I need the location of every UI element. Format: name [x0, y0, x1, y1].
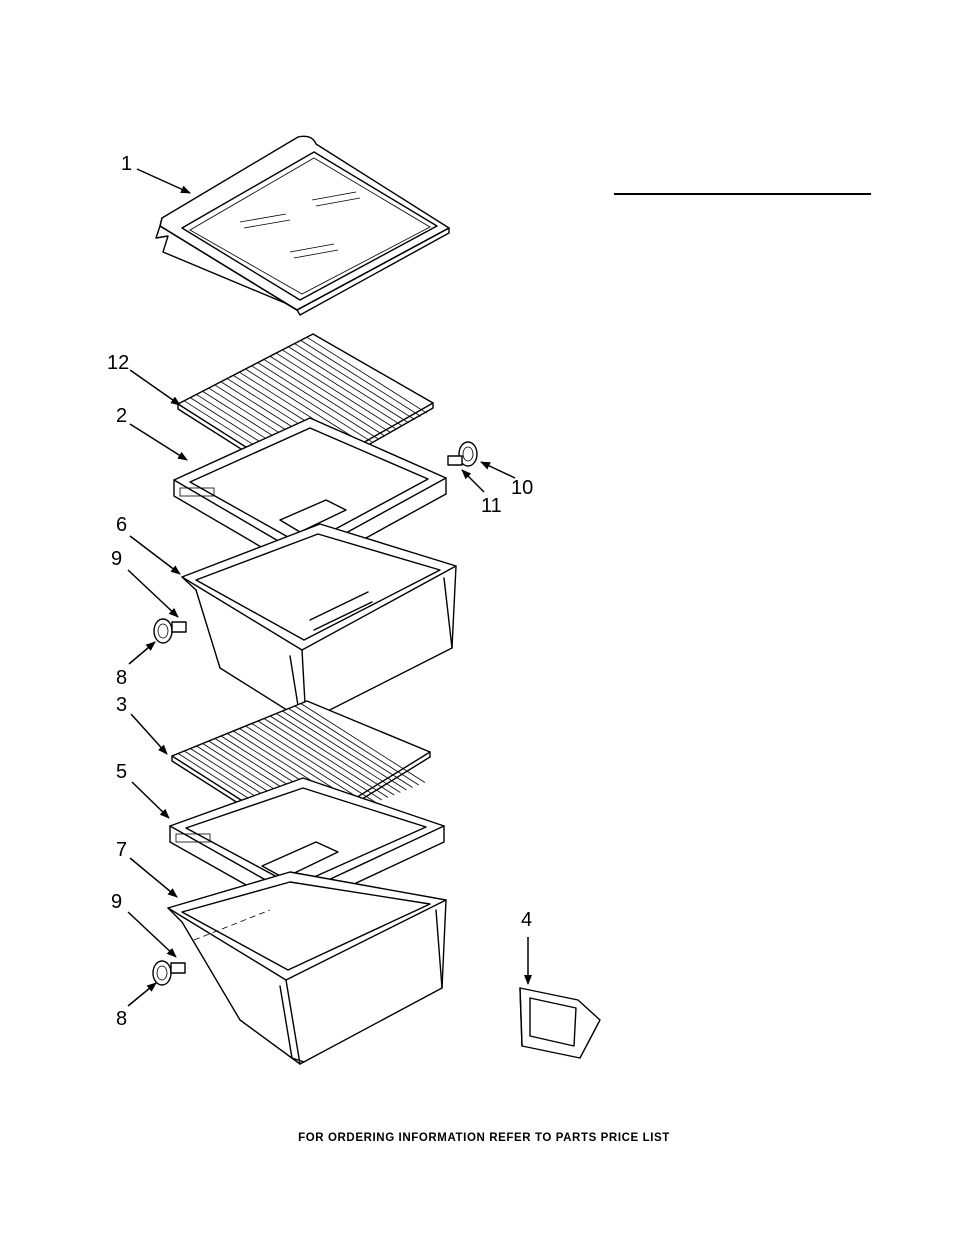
callout-10: 10 [511, 477, 533, 499]
glass-rib [257, 362, 378, 439]
glass-rib [275, 352, 397, 430]
callout-6: 6 [116, 514, 127, 536]
glass-rib [269, 355, 391, 433]
callout-8-upper: 8 [116, 667, 127, 689]
callout-labels: 1 12 2 10 11 6 9 8 3 5 7 9 4 8 [107, 153, 533, 1030]
glass-rib [288, 708, 413, 788]
callout-8-lower: 8 [116, 1008, 127, 1030]
callout-11: 11 [481, 495, 502, 517]
part-6-crisper-drawer [181, 523, 457, 723]
glass-rib [300, 703, 426, 783]
glass-rib [288, 346, 409, 424]
callout-1: 1 [121, 153, 132, 175]
glass-rib [294, 343, 415, 420]
part-1-glass-shelf [155, 135, 450, 316]
glass-rib [269, 715, 395, 796]
callout-5: 5 [116, 761, 127, 783]
callout-9-lower: 9 [111, 891, 122, 913]
glass-rib [294, 705, 419, 786]
part-7-crisper-drawer [167, 871, 447, 1065]
part-8-9-roller-lower [152, 960, 186, 986]
part-8-9-roller-upper [153, 618, 187, 644]
callout-4: 4 [521, 909, 532, 931]
glass-rib [276, 713, 401, 793]
callout-3: 3 [116, 694, 127, 716]
leader-arrows [127, 168, 532, 1007]
glass-rib [245, 368, 366, 446]
callout-9-upper: 9 [111, 548, 122, 570]
glass-rib [251, 723, 376, 803]
glass-rib [257, 720, 383, 801]
glass-rib [263, 359, 385, 436]
glass-rib [282, 710, 407, 791]
glass-rib [282, 349, 403, 427]
callout-12: 12 [107, 352, 129, 374]
callout-2: 2 [116, 405, 127, 427]
part-5-crisper-cover-frame [169, 777, 445, 913]
glass-rib [251, 365, 372, 443]
part-4-label [519, 987, 601, 1059]
callout-7: 7 [116, 839, 127, 861]
glass-rib [306, 336, 428, 414]
footer-note: FOR ORDERING INFORMATION REFER TO PARTS … [298, 1132, 670, 1144]
part-10-11-roller [447, 441, 478, 467]
glass-rib [245, 725, 370, 806]
glass-rib [300, 340, 421, 417]
glass-rib [263, 718, 389, 798]
